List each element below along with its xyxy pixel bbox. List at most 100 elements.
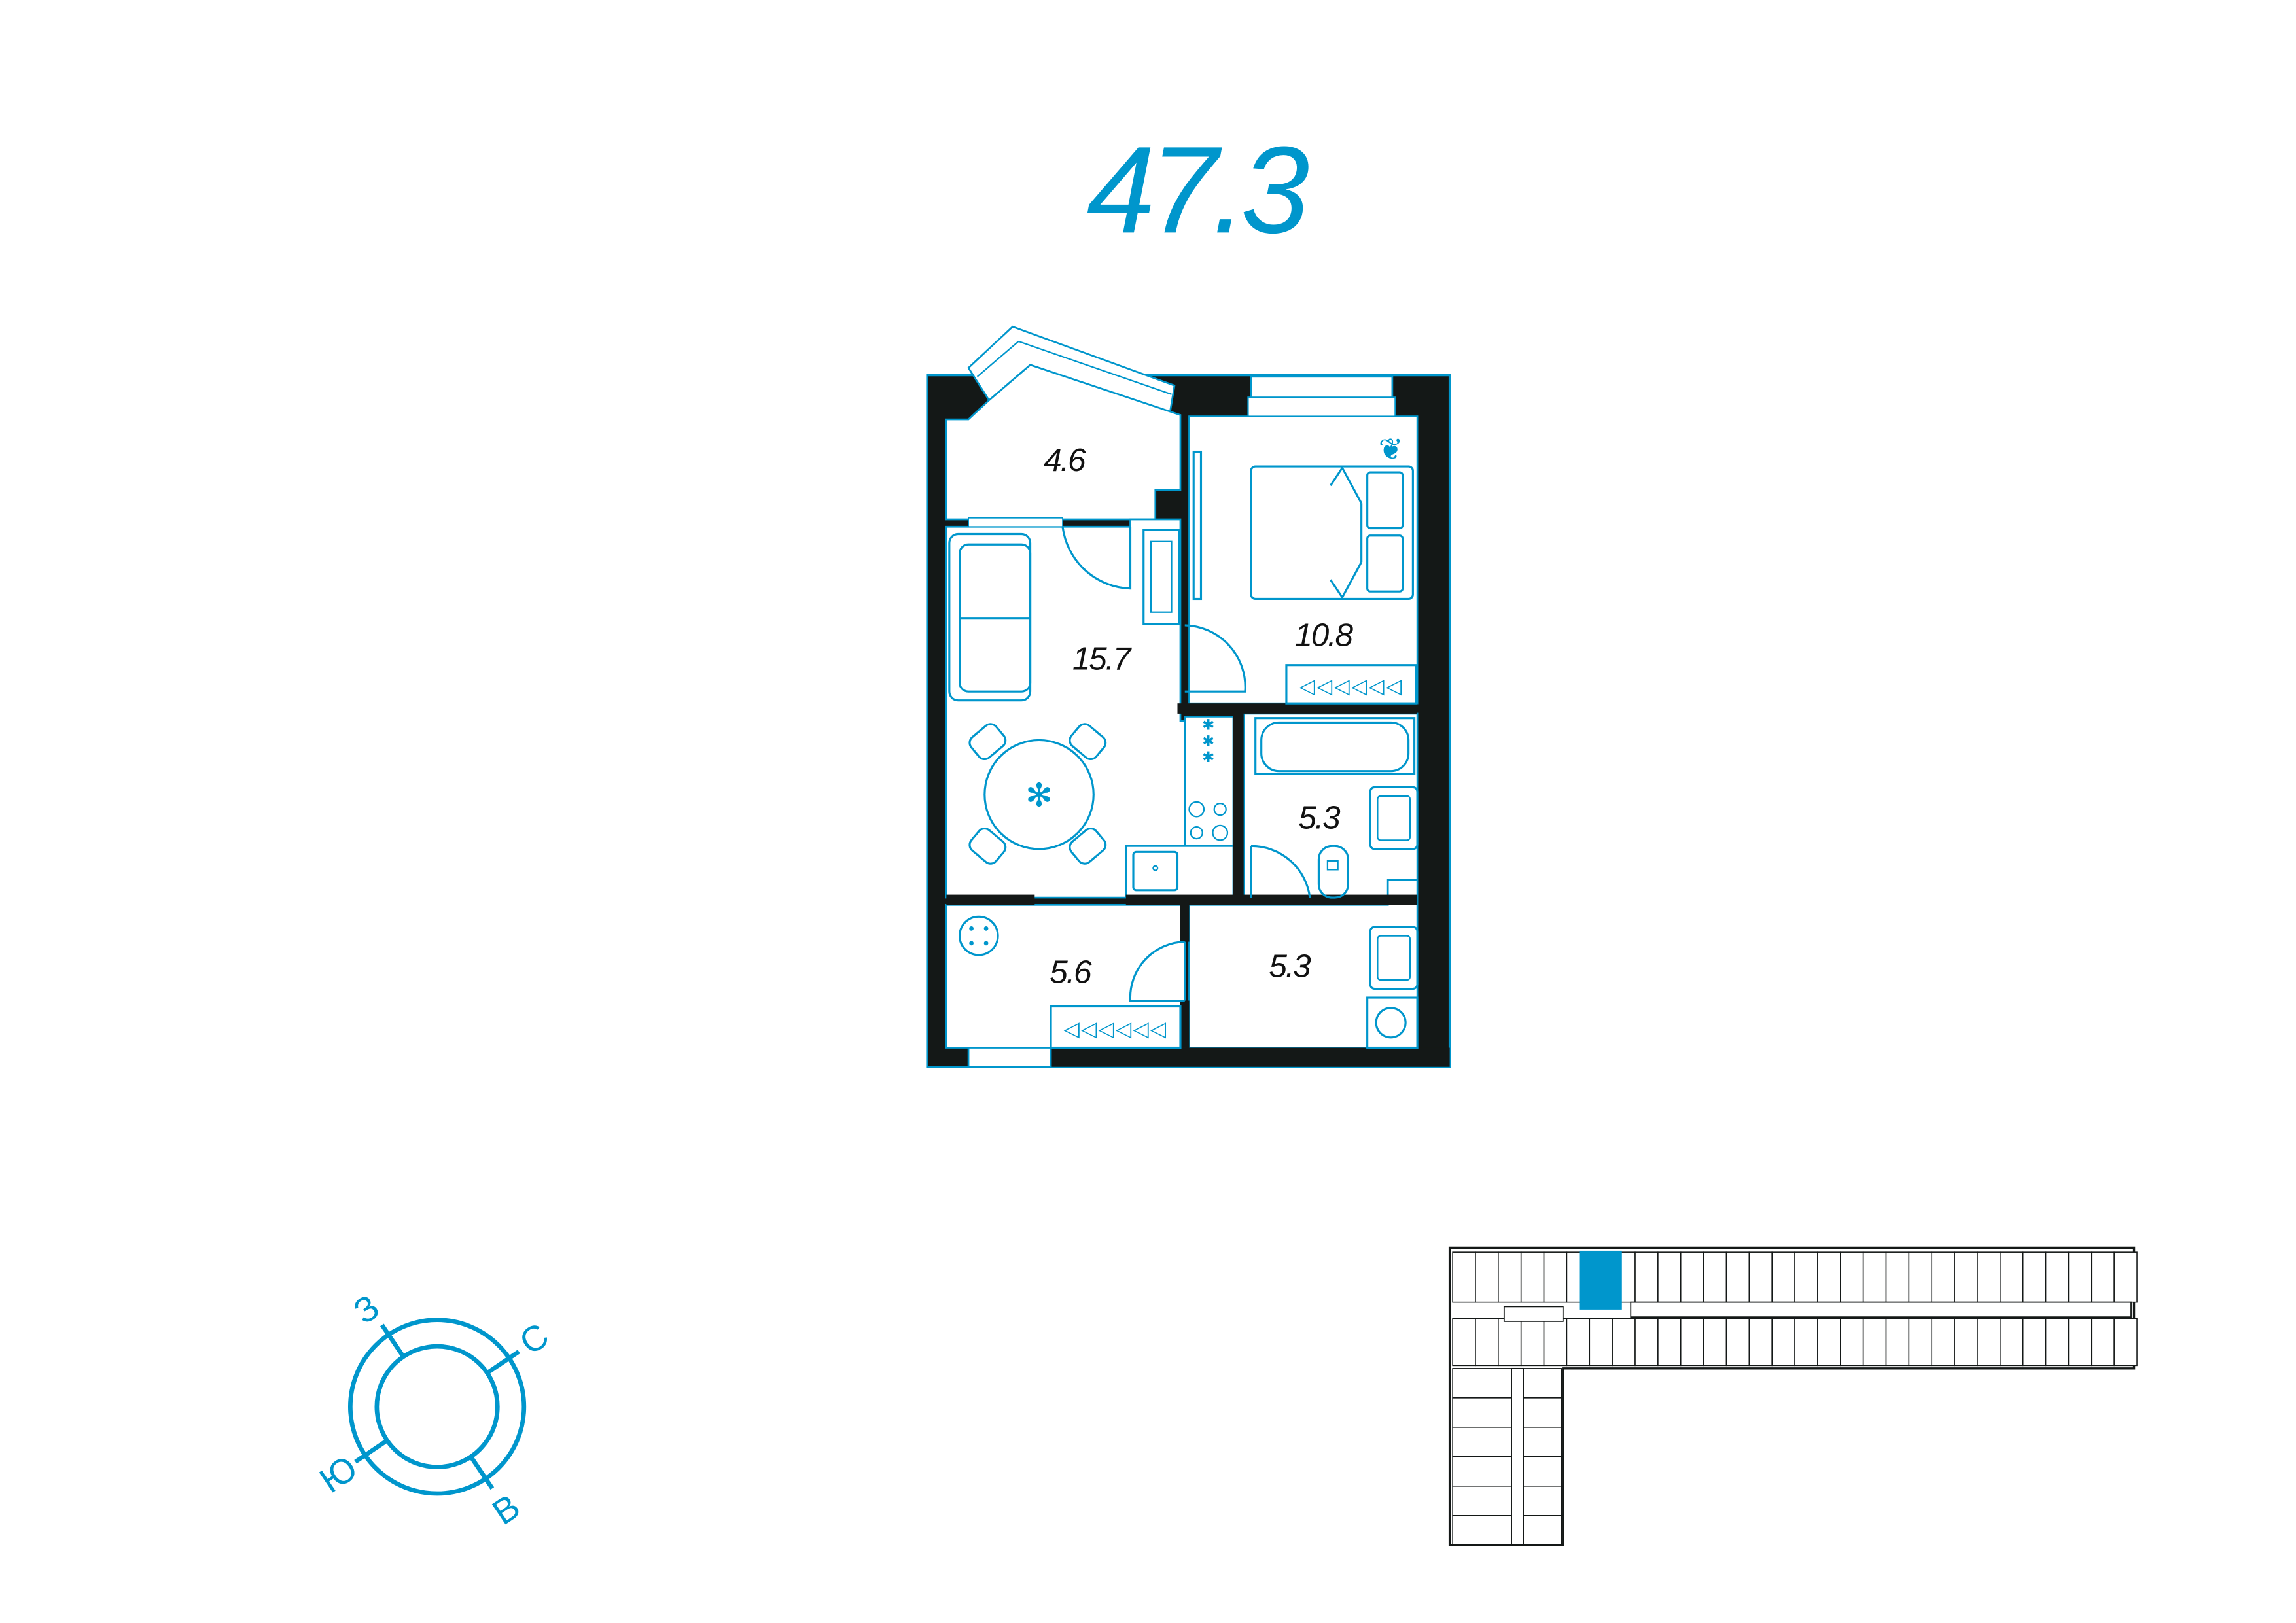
total-area-title: 47.3 xyxy=(1087,121,1309,259)
key-plan-cell xyxy=(2068,1318,2093,1367)
key-plan-cell xyxy=(1520,1318,1545,1367)
compass: З С Ю В xyxy=(313,1287,556,1533)
key-plan-cell xyxy=(1725,1251,1750,1303)
key-plan-cell xyxy=(1452,1515,1512,1546)
tv-icon xyxy=(1192,450,1203,601)
window-hallway xyxy=(967,1047,1052,1068)
shelf-icon xyxy=(1142,529,1180,625)
room-bathroom xyxy=(1243,712,1419,899)
key-plan-cell xyxy=(1520,1251,1545,1303)
key-plan-cell xyxy=(1634,1318,1659,1367)
key-plan-cell xyxy=(1931,1318,1955,1367)
key-plan-cell xyxy=(1452,1427,1512,1457)
key-plan-cell xyxy=(1794,1251,1818,1303)
key-plan-cell xyxy=(1612,1318,1636,1367)
key-plan-cell xyxy=(1680,1318,1704,1367)
key-plan-cell xyxy=(1862,1251,1887,1303)
area-label-bedroom: 10.8 xyxy=(1295,617,1354,653)
key-plan-cell xyxy=(1977,1318,2001,1367)
key-plan-cell xyxy=(2113,1318,2138,1367)
key-plan-cell xyxy=(1885,1251,1910,1303)
key-plan-cell xyxy=(1523,1397,1563,1428)
key-plan-cell xyxy=(1452,1368,1512,1399)
key-plan-cell xyxy=(1523,1427,1563,1457)
key-plan-cell xyxy=(1475,1251,1499,1303)
key-plan-cell xyxy=(2113,1251,2138,1303)
key-plan-cell xyxy=(1725,1318,1750,1367)
key-plan-cell xyxy=(1452,1397,1512,1428)
key-plan-cell xyxy=(1840,1251,1864,1303)
selected-apartment-highlight xyxy=(1579,1250,1622,1310)
area-label-corridor: 5.3 xyxy=(1269,949,1311,985)
key-plan-cell xyxy=(2045,1251,2070,1303)
key-plan-cell xyxy=(2000,1318,2024,1367)
key-plan-cell xyxy=(1703,1318,1727,1367)
key-plan-cell xyxy=(1452,1486,1512,1516)
apartment-plan: ✻ ✱ ✱ ✱ ❦ ◁◁◁ xyxy=(926,325,1451,1068)
compass-east: В xyxy=(486,1487,527,1533)
floor-drain-icon xyxy=(959,915,999,956)
key-plan-cell xyxy=(2091,1251,2115,1303)
corridor-top-west xyxy=(1503,1306,1564,1322)
key-plan-cell xyxy=(1977,1251,2001,1303)
key-plan-cell xyxy=(1523,1515,1563,1546)
key-plan-cell xyxy=(2022,1318,2047,1367)
area-label-hallway: 5.6 xyxy=(1050,954,1092,990)
key-plan-cell xyxy=(1475,1318,1499,1367)
key-plan-cell xyxy=(1908,1318,1933,1367)
key-plan-cell xyxy=(1931,1251,1955,1303)
key-plan-cell xyxy=(1543,1318,1568,1367)
bathtub-icon xyxy=(1254,717,1416,775)
key-plan-cell xyxy=(1523,1486,1563,1516)
key-plan-cell xyxy=(1885,1318,1910,1367)
key-plan-cell xyxy=(1452,1456,1512,1487)
stove-icon: ✱ ✱ ✱ xyxy=(1188,717,1229,841)
key-plan-cell xyxy=(1452,1251,1476,1303)
key-plan-cell xyxy=(1771,1318,1795,1367)
key-plan-cell xyxy=(1840,1318,1864,1367)
washbasin-corridor-icon xyxy=(1369,926,1419,990)
key-plan-cell xyxy=(1523,1368,1563,1399)
key-plan-cell xyxy=(1523,1456,1563,1487)
toilet-icon xyxy=(1317,845,1349,899)
key-plan-cell xyxy=(2045,1318,2070,1367)
area-label-loggia: 4.6 xyxy=(1044,442,1086,478)
key-plan-cell xyxy=(2068,1251,2093,1303)
dining-table-icon: ✻ xyxy=(968,723,1107,865)
key-plan-cell xyxy=(1862,1318,1887,1367)
key-plan-cell xyxy=(1771,1251,1795,1303)
key-plan-cell xyxy=(1954,1318,1978,1367)
svg-text:✱: ✱ xyxy=(1202,749,1214,765)
key-plan-cell xyxy=(1634,1251,1659,1303)
key-plan-cell xyxy=(2091,1318,2115,1367)
kitchen-sink-icon xyxy=(1132,850,1179,892)
room-living-kitchen xyxy=(945,518,1186,899)
building-key-plan xyxy=(1448,1246,2138,1546)
key-plan-cell xyxy=(1954,1251,1978,1303)
key-plan-cell xyxy=(1543,1251,1568,1303)
key-plan-cell xyxy=(1748,1318,1773,1367)
key-plan-cell xyxy=(1703,1251,1727,1303)
key-plan-cell xyxy=(1680,1251,1704,1303)
compass-south: Ю xyxy=(313,1448,364,1501)
compass-north: С xyxy=(513,1316,556,1363)
svg-text:✱: ✱ xyxy=(1202,733,1214,749)
key-plan-cell xyxy=(1498,1251,1522,1303)
key-plan-cell xyxy=(1589,1318,1613,1367)
sofa-icon xyxy=(948,532,1032,702)
wardrobe-bedroom-icon: ◁◁◁◁◁◁ xyxy=(1285,664,1417,705)
washbasin-icon xyxy=(1369,786,1419,850)
room-bedroom xyxy=(1188,415,1419,705)
washing-machine-icon xyxy=(1366,996,1419,1049)
key-plan-cell xyxy=(1748,1251,1773,1303)
area-label-bathroom: 5.3 xyxy=(1298,799,1341,835)
key-plan-cell xyxy=(1908,1251,1933,1303)
svg-text:✻: ✻ xyxy=(1025,778,1052,814)
compass-west: З xyxy=(347,1287,387,1332)
key-plan-cell xyxy=(1817,1318,1841,1367)
plant-icon: ❦ xyxy=(1379,432,1404,466)
key-plan-cell xyxy=(1452,1318,1476,1367)
svg-text:✱: ✱ xyxy=(1202,717,1214,733)
svg-text:◁◁◁◁◁◁: ◁◁◁◁◁◁ xyxy=(1299,674,1404,697)
